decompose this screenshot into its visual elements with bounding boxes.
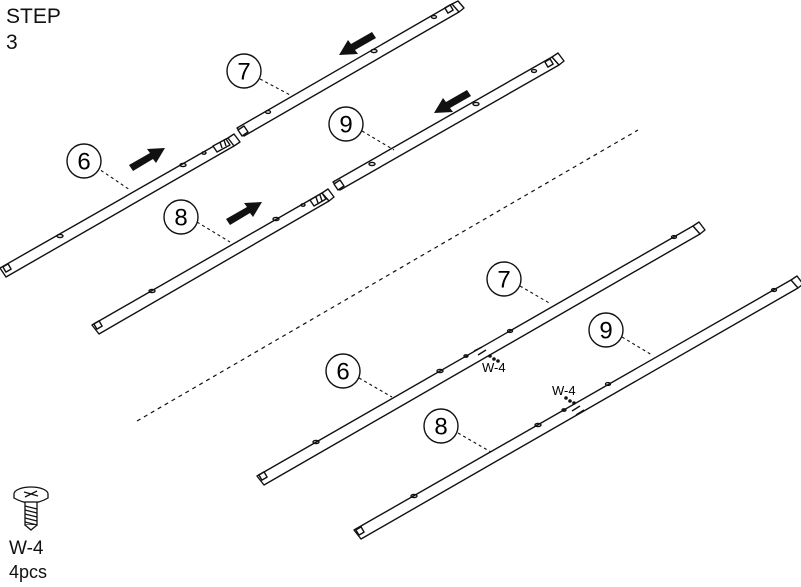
leader-lines (95, 78, 653, 453)
step-heading: STEP 3 (6, 4, 61, 57)
arrow-icon (226, 202, 262, 225)
part-6-upper-badge (66, 143, 102, 179)
part-9-lower: 9 (599, 318, 612, 345)
step-label: STEP (6, 5, 61, 28)
part-9-upper-badge (328, 106, 364, 142)
hardware-code: W-4 (9, 538, 44, 559)
part-7-upper-badge (226, 53, 262, 89)
arrow-icon (339, 32, 376, 55)
step-number: 3 (6, 31, 18, 55)
part-7-upper: 7 (237, 59, 250, 86)
rail-6-7-assembled (256, 221, 706, 486)
arrow-icon (129, 148, 165, 171)
rail-8-9-assembled (353, 275, 801, 540)
part-8-lower-badge (423, 408, 459, 444)
rail-7-upper (236, 0, 465, 137)
rail-9-upper (332, 52, 565, 191)
dashed-divider (136, 129, 639, 422)
part-8-upper: 8 (174, 205, 187, 232)
part-9-lower-badge (588, 312, 624, 348)
screw-icon (13, 486, 49, 531)
callout-w4-right: W-4 (552, 383, 576, 398)
part-9-upper: 9 (339, 112, 352, 139)
part-6-upper: 6 (77, 149, 90, 176)
part-7-lower-badge (486, 261, 522, 297)
arrow-icon (434, 90, 471, 113)
screw-callouts (488, 354, 576, 405)
callout-w4-left: W-4 (482, 360, 506, 375)
rail-8-upper (91, 188, 335, 335)
hardware-quantity: 4pcs (9, 562, 48, 582)
part-8-lower: 8 (434, 414, 447, 441)
rail-6-upper (0, 133, 241, 278)
part-6-lower-badge (325, 353, 361, 389)
part-7-lower: 7 (497, 267, 510, 294)
part-8-upper-badge (163, 199, 199, 235)
part-6-lower: 6 (336, 359, 349, 386)
